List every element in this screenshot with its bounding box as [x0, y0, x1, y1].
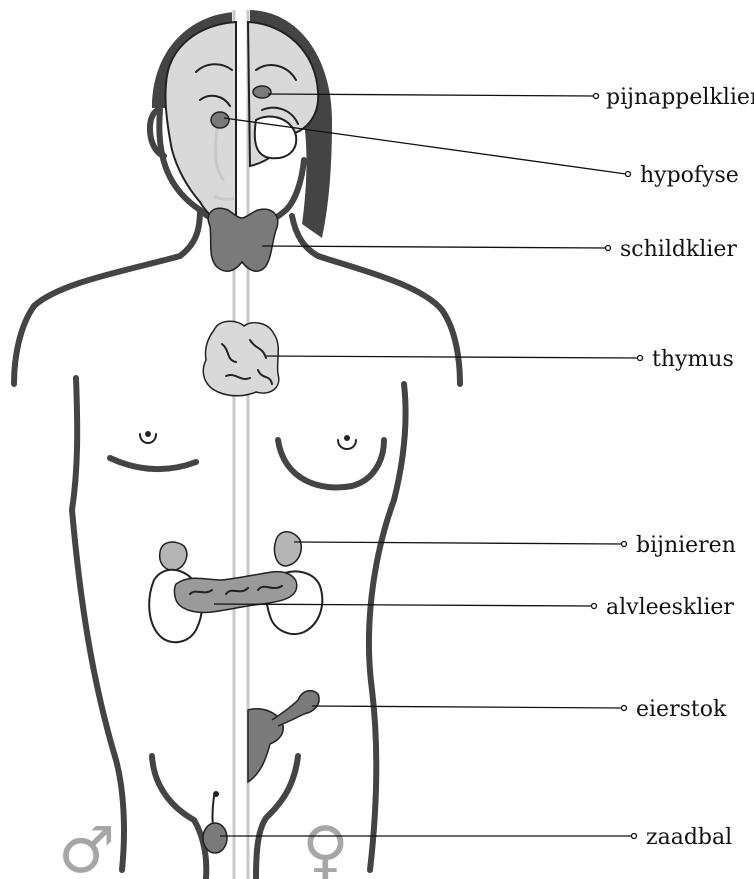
label-adrenal: bijnieren: [636, 533, 736, 558]
adrenal-left: [160, 542, 187, 570]
leader-thyroid: [262, 246, 606, 248]
arm-inner-right: [394, 384, 406, 500]
labels: pijnappelklier hypofyse schildklier thym…: [606, 85, 754, 850]
torso-right: [369, 500, 394, 870]
shoulder-left: [14, 256, 180, 384]
leader-thymus: [266, 356, 638, 358]
female-symbol: ♀: [302, 814, 349, 879]
label-pancreas: alvleesklier: [606, 595, 734, 620]
thymus-gland: [203, 321, 278, 396]
arm-inner-left: [72, 378, 77, 510]
leader-dot-thymus: [638, 356, 643, 361]
label-pituitary: hypofyse: [640, 163, 739, 188]
leader-dot-pineal: [594, 94, 599, 99]
leader-dot-pituitary: [626, 172, 631, 177]
label-pineal: pijnappelklier: [606, 85, 754, 110]
adrenal-right: [274, 532, 301, 566]
leader-dot-pancreas: [592, 604, 597, 609]
shoulder-right: [318, 256, 460, 384]
label-thymus: thymus: [652, 347, 734, 372]
leader-adrenal: [294, 542, 622, 544]
nipple-right: [338, 435, 356, 449]
male-symbol: ♂: [58, 814, 115, 879]
label-thyroid: schildklier: [620, 237, 737, 262]
thyroid-gland: [208, 208, 278, 271]
leader-dot-thyroid: [606, 246, 611, 251]
chest-male: [110, 458, 196, 469]
breast-female: [278, 440, 384, 487]
label-testis: zaadbal: [646, 825, 732, 850]
label-ovary: eierstok: [636, 697, 727, 722]
leader-dot-ovary: [622, 706, 627, 711]
groin-male: [152, 756, 206, 878]
fallopian-tube: [272, 691, 319, 726]
neck-left: [180, 210, 200, 256]
leader-dot-testis: [632, 834, 637, 839]
testis: [203, 823, 227, 853]
leader-dot-adrenal: [622, 542, 627, 547]
pineal-gland: [253, 86, 271, 98]
pituitary-gland: [211, 112, 229, 128]
leader-ovary: [312, 706, 622, 708]
groin-female: [256, 756, 298, 878]
nipple-left: [140, 431, 156, 443]
